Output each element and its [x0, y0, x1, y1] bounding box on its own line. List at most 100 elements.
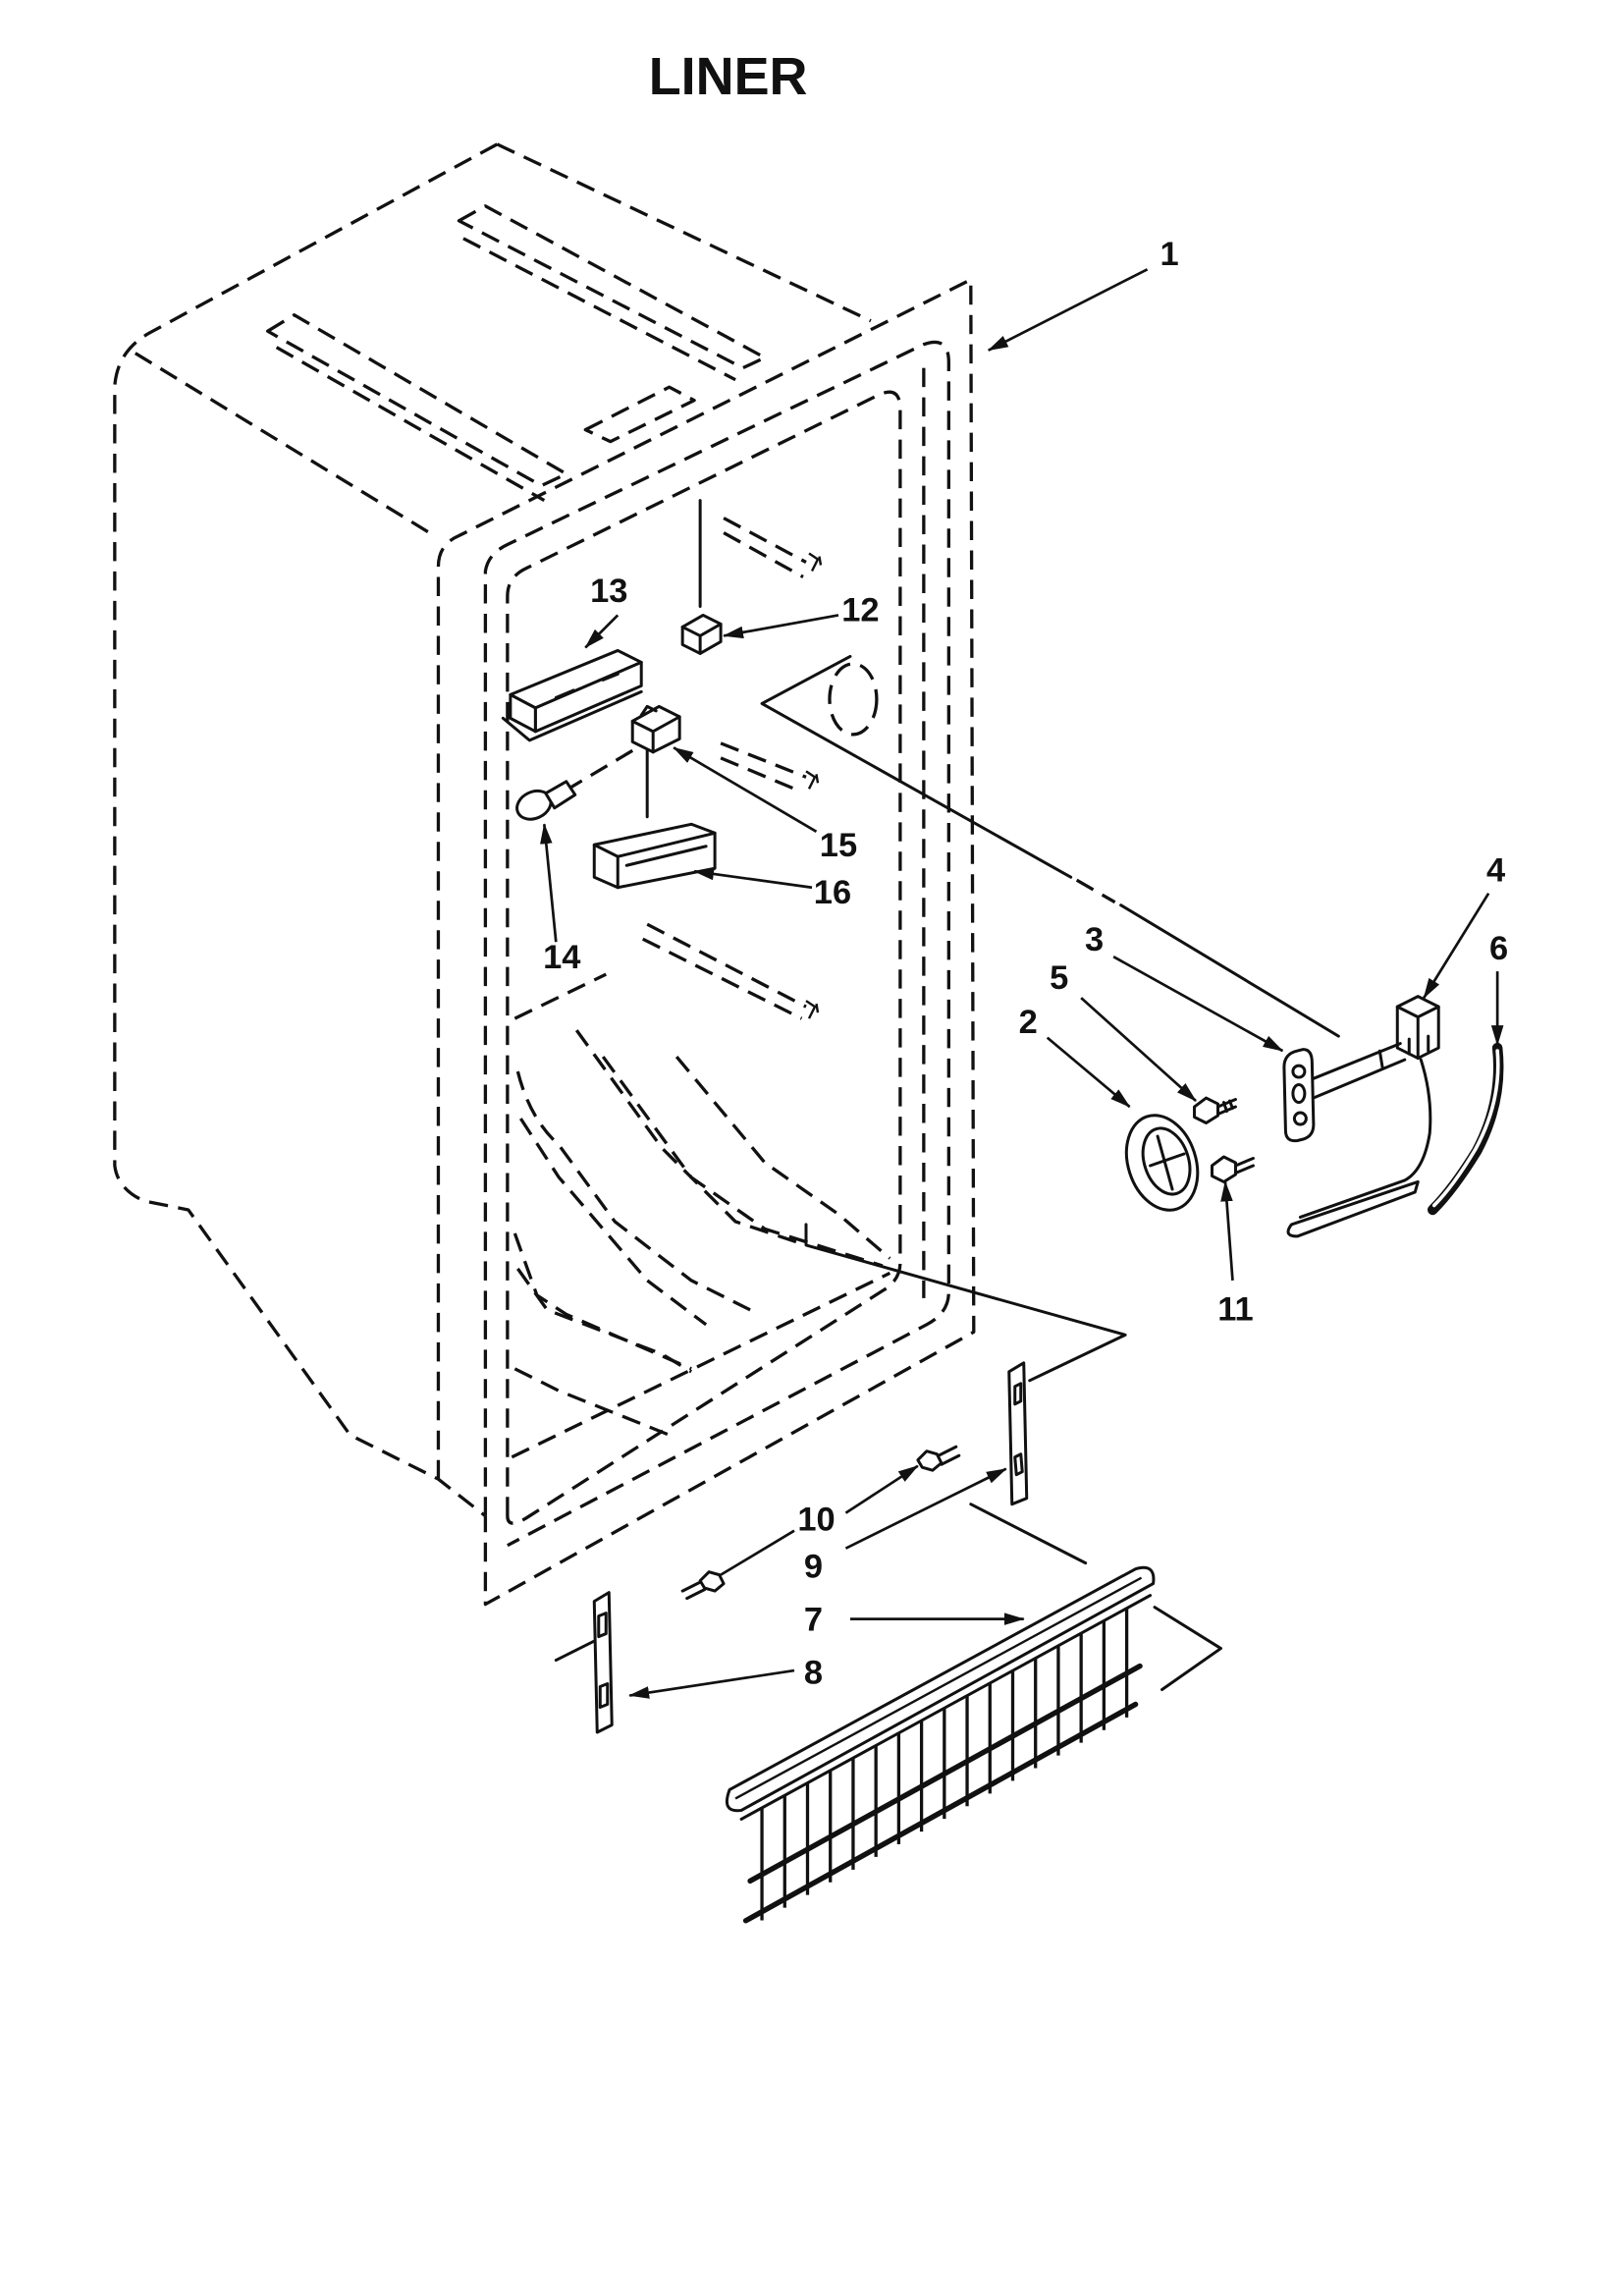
mount-line-upper	[723, 517, 807, 578]
leader-1	[987, 268, 1149, 352]
callout-6: 6	[1489, 930, 1508, 967]
leader-16	[693, 867, 813, 890]
shelf-line-5	[601, 1056, 884, 1268]
basket-rail-lower-edge	[739, 1594, 1153, 1821]
callout-13: 13	[590, 573, 627, 610]
screw-shank	[1233, 1156, 1255, 1175]
sleeve-inner	[1431, 1049, 1500, 1208]
cabinet-liner	[113, 142, 976, 1607]
leader-15	[673, 746, 818, 833]
bracket-slot-bottom	[1013, 1452, 1024, 1477]
callout-2: 2	[1019, 1004, 1038, 1041]
callout-4: 4	[1486, 852, 1505, 890]
callout-14: 14	[543, 939, 580, 976]
basket-wire-upper	[747, 1663, 1143, 1885]
screw-shank	[1215, 1098, 1237, 1117]
control-guide-line-dashed	[1075, 878, 1116, 904]
basket-wire-lower	[742, 1701, 1139, 1924]
callout-10: 10	[797, 1502, 835, 1539]
light-shield-end	[509, 692, 537, 734]
bracket-detail	[592, 831, 717, 890]
control-capillary	[1286, 1058, 1432, 1238]
callout-labels: 1 2 3 4 5 6 7 8 9 10 11 12 13 14 15 16	[543, 236, 1508, 1692]
mount-mark-middle	[805, 770, 820, 790]
leader-10-right	[844, 1464, 919, 1514]
top-recess-right	[457, 204, 767, 370]
switch-detail	[680, 622, 723, 655]
leader-3	[1112, 955, 1284, 1053]
bulb-guide-line	[569, 748, 634, 790]
control-knob	[1124, 1114, 1200, 1212]
callout-1: 1	[1160, 236, 1178, 273]
cabinet-front-face	[436, 278, 976, 1607]
bracket-left-guide-line	[554, 1638, 599, 1663]
plate-screw-lower	[1211, 1155, 1255, 1183]
mount-line-lower	[641, 922, 807, 1020]
callout-11: 11	[1217, 1290, 1253, 1328]
shelf-line-2	[515, 1070, 751, 1312]
control-guide-line	[760, 654, 1073, 879]
fan-opening	[828, 662, 879, 737]
leader-10-left	[720, 1529, 795, 1576]
hinge-guide-line	[804, 1223, 1127, 1383]
diagram-title: LINER	[649, 47, 808, 106]
shelf-line-7	[512, 1232, 692, 1371]
plate-body	[1282, 1048, 1316, 1143]
leader-2	[1046, 1036, 1131, 1109]
leader-11	[1220, 1180, 1234, 1281]
callout-16: 16	[814, 874, 851, 911]
leader-lines	[540, 268, 1504, 1699]
light-shield	[501, 648, 643, 742]
shelf-line-1	[513, 972, 607, 1020]
basket-guide-line-right	[1153, 1606, 1222, 1692]
plate-hole-bottom	[1292, 1111, 1308, 1126]
plate-hole-top	[1291, 1064, 1307, 1079]
control-detail	[1395, 1005, 1440, 1061]
screw-right-head	[916, 1449, 944, 1472]
callout-9: 9	[804, 1549, 823, 1586]
plate-screw-upper	[1193, 1096, 1237, 1125]
bracket-screws	[680, 1445, 961, 1601]
bulb-base	[544, 780, 577, 810]
mount-line-middle	[720, 741, 807, 793]
basket-front	[725, 1565, 1156, 1924]
leader-14	[540, 823, 558, 943]
callout-12: 12	[841, 591, 879, 629]
control-mounting-plate	[1282, 1048, 1316, 1143]
mount-mark-upper	[808, 552, 823, 573]
knob-grip	[1149, 1134, 1186, 1191]
cabinet-outer-silhouette	[113, 142, 499, 1517]
basket-rail-highlight	[734, 1576, 1143, 1800]
bracket-slot-top	[1013, 1382, 1023, 1406]
light-bulb	[515, 780, 577, 821]
cabinet-top-right-edge	[496, 142, 872, 323]
leader-9	[844, 1467, 1007, 1550]
mount-mark-lower	[805, 1000, 820, 1019]
plate-hole-middle	[1291, 1083, 1307, 1105]
light-bracket	[592, 822, 717, 890]
basket-guide-line-left	[969, 1503, 1088, 1565]
capillary-tube	[1298, 1058, 1432, 1219]
cabinet-top-front-edge	[134, 352, 431, 534]
assembly-lines	[554, 499, 1340, 1692]
knob-inner	[1141, 1126, 1192, 1196]
screw-right-shank	[937, 1445, 961, 1466]
screw-head	[1193, 1096, 1219, 1125]
callout-8: 8	[804, 1655, 823, 1692]
shelf-line-3	[518, 1118, 708, 1327]
top-recess-small	[583, 385, 696, 444]
temperature-control	[1307, 995, 1440, 1100]
light-shield-flange	[501, 689, 643, 742]
basket-bars	[760, 1609, 1129, 1921]
leader-8	[628, 1668, 795, 1699]
capillary-sleeve	[1427, 1042, 1504, 1216]
leader-4	[1423, 893, 1490, 1000]
screw-head	[1211, 1155, 1237, 1183]
screw-left-head	[698, 1570, 726, 1593]
light-socket	[630, 704, 681, 754]
socket-detail	[630, 704, 681, 754]
callout-15: 15	[820, 827, 857, 864]
leader-5	[1080, 997, 1197, 1103]
light-switch	[680, 613, 723, 655]
